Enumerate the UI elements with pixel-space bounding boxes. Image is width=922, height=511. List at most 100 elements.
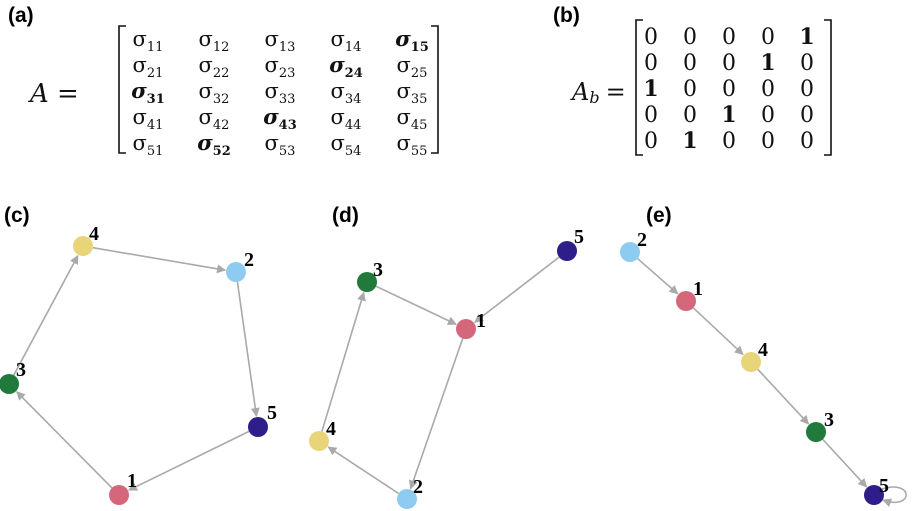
matrix-b-cell-3-4: 0 (761, 77, 775, 102)
matrix-b-cell-2-1: 0 (644, 51, 658, 76)
node-1 (456, 319, 476, 339)
matrix-b-cell-1-5: 1 (799, 24, 814, 50)
sigma-symbol: σ (331, 105, 345, 129)
sigma-symbol: σ (397, 79, 411, 103)
node-2 (397, 489, 417, 509)
matrix-b-cell-2-2: 0 (683, 51, 697, 76)
matrix-b-cell-4-3: 1 (721, 102, 736, 128)
sigma-subscript: 14 (345, 40, 362, 55)
matrix-a-cell-2-2: σ22 (199, 53, 230, 81)
node-5 (557, 241, 577, 261)
node-3 (806, 422, 826, 442)
node-label-2: 2 (637, 229, 647, 251)
panel-label-a: (a) (8, 4, 34, 27)
matrix-b-cell-1-1: 0 (644, 25, 658, 50)
sigma-symbol: σ (395, 26, 411, 51)
node-2 (226, 262, 246, 282)
node-label-4: 4 (758, 339, 768, 361)
matrix-b-cell-3-2: 0 (683, 77, 697, 102)
node-label-5: 5 (879, 475, 889, 497)
sigma-subscript: 34 (345, 92, 362, 107)
sigma-subscript: 23 (279, 66, 296, 81)
edge-4-to-3 (321, 291, 366, 432)
sigma-subscript: 13 (279, 40, 296, 55)
panel-label-d: (d) (332, 204, 359, 227)
sigma-symbol: σ (397, 53, 411, 77)
edge-4-to-2 (92, 246, 227, 274)
matrix-a-cell-3-5: σ35 (397, 79, 428, 107)
edge-4-to-3 (757, 368, 810, 425)
edge-3-to-4 (13, 254, 79, 376)
matrix-b-cell-2-3: 0 (722, 51, 736, 76)
matrix-a-cell-5-5: σ55 (397, 131, 428, 159)
node-label-3: 3 (824, 409, 834, 431)
matrix-a-cell-2-5: σ25 (397, 53, 428, 81)
matrix-a-cell-1-1: σ11 (133, 27, 164, 55)
sigma-subscript: 51 (147, 144, 164, 159)
edge-5-to-1 (473, 256, 560, 323)
sigma-subscript: 43 (279, 118, 297, 133)
sigma-subscript: 41 (147, 118, 164, 133)
sigma-symbol: σ (397, 105, 411, 129)
matrix-b-cell-5-4: 0 (761, 129, 775, 154)
matrix-a-cell-2-1: σ21 (133, 53, 164, 81)
node-label-2: 2 (413, 476, 423, 498)
matrix-a-cell-3-3: σ33 (265, 79, 296, 107)
sigma-subscript: 22 (213, 66, 230, 81)
edge-5-to-1 (128, 430, 250, 491)
matrix-a-cell-1-4: σ14 (331, 27, 362, 55)
sigma-subscript: 54 (345, 144, 362, 159)
sigma-subscript: 12 (213, 40, 230, 55)
sigma-symbol: σ (331, 79, 345, 103)
matrix-b-right-bracket (824, 19, 832, 156)
sigma-subscript: 11 (147, 40, 164, 55)
node-4 (741, 352, 761, 372)
sigma-subscript: 44 (345, 118, 362, 133)
node-label-1: 1 (476, 310, 486, 332)
matrix-b-cell-5-1: 0 (644, 129, 658, 154)
matrix-a-cell-2-4: σ24 (329, 52, 363, 81)
matrix-a-cell-5-4: σ54 (331, 131, 362, 159)
matrix-a-cell-5-2: σ52 (197, 130, 231, 159)
matrix-b-cell-4-2: 0 (683, 103, 697, 128)
panel-label-e: (e) (646, 204, 672, 227)
matrix-a-cell-5-1: σ51 (133, 131, 164, 159)
node-4 (73, 236, 93, 256)
edge-3-to-5 (822, 438, 868, 488)
matrix-b-lhs-sub: b (589, 88, 599, 107)
sigma-symbol: σ (265, 131, 279, 155)
sigma-subscript: 24 (345, 66, 363, 81)
sigma-symbol: σ (265, 27, 279, 51)
edge-3-to-1 (375, 285, 457, 326)
matrix-a-cell-4-1: σ41 (133, 105, 164, 133)
node-1 (676, 291, 696, 311)
matrix-b-cell-2-5: 0 (800, 51, 814, 76)
matrix-b-lhs-eq: = (606, 78, 626, 106)
matrix-a-cell-3-2: σ32 (199, 79, 230, 107)
edge-2-to-1 (636, 257, 679, 295)
matrix-a-cell-1-3: σ13 (265, 27, 296, 55)
sigma-symbol: σ (199, 27, 213, 51)
node-label-3: 3 (16, 359, 26, 381)
sigma-symbol: σ (199, 105, 213, 129)
edge-2-to-5 (236, 281, 260, 418)
sigma-symbol: σ (265, 79, 279, 103)
edge-1-to-4 (692, 307, 744, 356)
sigma-symbol: σ (133, 131, 147, 155)
edge-1-to-2 (409, 338, 464, 490)
matrix-b-cell-5-5: 0 (800, 129, 814, 154)
matrix-a-cell-3-4: σ34 (331, 79, 362, 107)
matrix-a-cell-4-4: σ44 (331, 105, 362, 133)
sigma-subscript: 33 (279, 92, 296, 107)
sigma-subscript: 35 (411, 92, 428, 107)
matrix-b-cell-4-5: 0 (800, 103, 814, 128)
sigma-subscript: 52 (213, 144, 231, 159)
node-label-4: 4 (326, 418, 336, 440)
matrix-b-cell-3-5: 0 (800, 77, 814, 102)
matrix-a-left-bracket (118, 25, 126, 154)
